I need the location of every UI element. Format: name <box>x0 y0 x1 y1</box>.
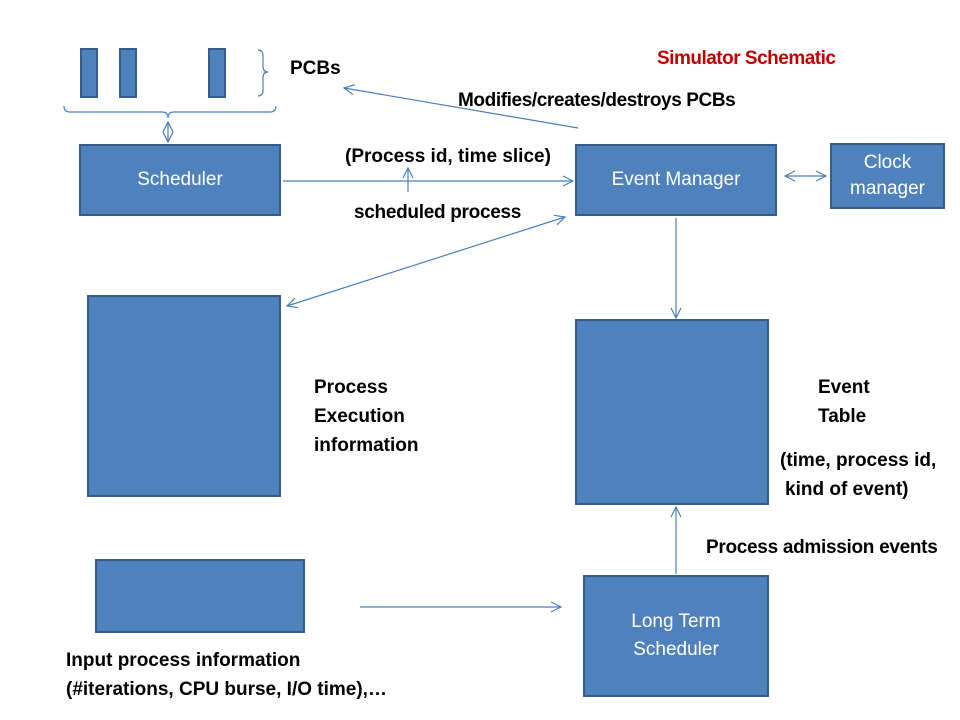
event-tuple-line2: kind of event) <box>785 479 909 500</box>
admission-label: Process admission events <box>706 537 938 558</box>
event-table-line1: Event <box>818 377 870 398</box>
event-table-box <box>575 319 769 505</box>
pcb-bottom-bracket <box>63 105 277 119</box>
pcb-block-1 <box>80 48 98 98</box>
long-term-label-line2: Scheduler <box>633 639 719 660</box>
clock-manager-label-line1: Clock <box>863 152 912 174</box>
long-term-scheduler-box: Long Term Scheduler <box>583 575 769 697</box>
pcb-right-bracket <box>257 49 269 97</box>
pcbs-label: PCBs <box>290 58 341 79</box>
process-exec-line3: information <box>314 435 419 456</box>
exec-event-arrow <box>287 217 565 306</box>
process-slice-label: (Process id, time slice) <box>345 146 551 167</box>
event-manager-label: Event Manager <box>611 168 741 190</box>
long-term-label-line1: Long Term <box>631 610 721 632</box>
scheduler-box: Scheduler <box>79 144 281 216</box>
event-tuple-line1: (time, process id, <box>780 450 937 471</box>
clock-manager-box: Clock manager <box>830 143 945 209</box>
process-exec-label: Process Execution information <box>314 373 419 460</box>
process-exec-line1: Process <box>314 377 388 398</box>
event-table-label: Event Table <box>818 373 870 431</box>
event-tuple-label: (time, process id, kind of event) <box>780 446 936 504</box>
process-exec-line2: Execution <box>314 406 405 427</box>
process-execution-box <box>87 295 281 497</box>
clock-manager-label-line2: manager <box>850 178 925 199</box>
input-process-box <box>95 559 305 633</box>
event-manager-box: Event Manager <box>575 144 777 216</box>
diagram-title: Simulator Schematic <box>657 48 836 69</box>
input-info-line2: (#iterations, CPU burse, I/O time),… <box>66 679 387 700</box>
scheduled-process-label: scheduled process <box>354 202 522 223</box>
modifies-label: Modifies/creates/destroys PCBs <box>458 90 736 111</box>
input-info-line1: Input process information <box>66 650 301 671</box>
pcb-block-2 <box>119 48 137 98</box>
modifies-pcbs-arrow <box>344 88 579 129</box>
input-info-label: Input process information (#iterations, … <box>66 646 387 704</box>
scheduler-label: Scheduler <box>137 168 223 190</box>
pcb-block-3 <box>208 48 226 98</box>
event-table-line2: Table <box>818 406 867 427</box>
